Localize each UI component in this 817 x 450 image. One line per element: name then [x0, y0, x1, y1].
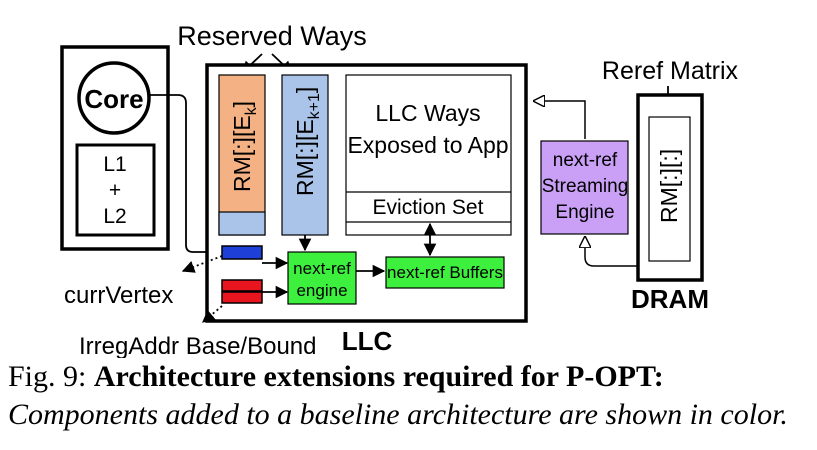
streaming-engine-label-line2: Streaming — [542, 176, 629, 197]
streaming-to-llc-arrow — [534, 101, 586, 139]
llc-ways-label-line2: Exposed to App — [347, 132, 508, 158]
llc-label: LLC — [342, 326, 393, 356]
next-ref-engine-label-line1: next-ref — [293, 259, 351, 278]
next-ref-buffers-label: next-ref Buffers — [387, 263, 503, 282]
irreg-addr-label: IrregAddr Base/Bound — [79, 333, 316, 358]
core-circle — [77, 61, 151, 135]
caption-fig-label: Fig. 9: — [8, 360, 94, 393]
next-ref-engine-label-line2: engine — [296, 281, 347, 300]
core-to-register-arrow — [150, 94, 222, 259]
llc-ways-label-line1: LLC Ways — [375, 100, 480, 126]
l1-label: L1 — [103, 153, 126, 176]
streaming-engine — [540, 140, 629, 235]
irreg-addr-register-bottom — [221, 291, 263, 304]
reserved-ways-label: Reserved Ways — [177, 21, 367, 51]
figure-caption: Fig. 9: Architecture extensions required… — [8, 358, 808, 434]
streaming-engine-label-line1: next-ref — [553, 150, 618, 171]
irreg-addr-register-top — [221, 279, 263, 292]
l1-l2-box — [75, 143, 156, 237]
core-label: Core — [84, 84, 143, 114]
curr-vertex-label: currVertex — [64, 282, 173, 309]
l2-label: L2 — [103, 205, 126, 228]
reserved-way-k — [218, 74, 266, 236]
next-ref-buffers — [385, 256, 505, 289]
rm-k-label: RM[:][Ek] — [229, 101, 260, 192]
llc-ways-box — [345, 74, 512, 236]
rm-full-label: RM[:][:] — [656, 149, 682, 223]
rm-k1-label: RM[:][Ek+1] — [292, 87, 323, 196]
reserved-way-k-tag — [218, 211, 266, 236]
dram-label: DRAM — [631, 284, 709, 314]
reserved-way-k1 — [281, 74, 329, 236]
eviction-set-label: Eviction Set — [373, 196, 484, 219]
plus-label: + — [109, 179, 121, 202]
curr-vertex-register — [221, 245, 263, 260]
rm-matrix-box — [648, 116, 691, 262]
streaming-engine-label-line3: Engine — [555, 202, 614, 223]
dram-to-streaming-arrow — [585, 237, 649, 267]
curr-vertex-dotted-arrow — [181, 255, 223, 273]
next-ref-engine — [287, 251, 357, 305]
caption-title: Architecture extensions required for P-O… — [93, 360, 664, 393]
irreg-addr-dotted-arrow — [202, 305, 223, 323]
architecture-diagram: Reserved Ways Core L1 + L2 RM[:][Ek] RM[… — [60, 21, 739, 358]
reref-matrix-label: Reref Matrix — [602, 57, 739, 85]
caption-body: Components added to a baseline architect… — [8, 398, 788, 431]
